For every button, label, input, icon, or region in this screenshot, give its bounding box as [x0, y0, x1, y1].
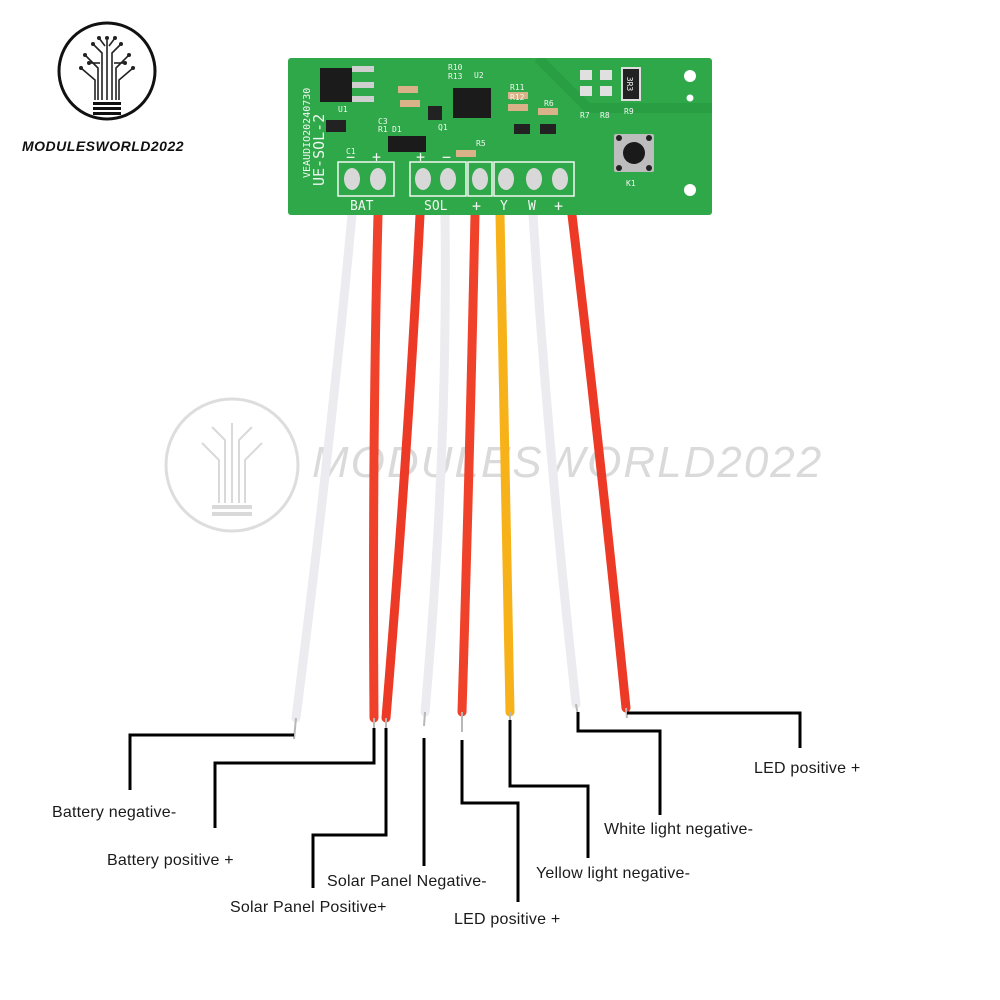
leader-line-white-neg: [576, 712, 662, 815]
label-battery-positive: Battery positive +: [107, 852, 234, 869]
r1-label: R1: [378, 125, 388, 134]
sol-plus: +: [416, 148, 425, 166]
wire-tip-sol-neg: [423, 711, 426, 727]
leader-line-led-pos-1: [460, 740, 520, 902]
label-solar-negative: Solar Panel Negative-: [327, 873, 487, 890]
wire-tip-bat-neg: [293, 717, 297, 740]
r9-value: 3R3: [625, 77, 634, 92]
d1-label: D1: [392, 125, 402, 134]
led-plus-silk: +: [472, 197, 481, 215]
c1-label: C1: [346, 147, 356, 156]
r5-label: R5: [476, 139, 486, 148]
sol-label: SOL: [424, 199, 448, 214]
r6-label: R6: [544, 99, 554, 108]
brand-name: MODULESWORLD2022: [22, 138, 185, 154]
label-led-positive-1: LED positive +: [454, 911, 561, 928]
label-led-positive-2: LED positive +: [754, 760, 861, 777]
wire-bat-pos: [369, 210, 383, 723]
w-label: W: [528, 199, 536, 214]
r11-label: R11: [510, 83, 525, 92]
pcb-board: 3R3 VEAUDIO20240730 UE-SOL-2 − + + − BAT…: [288, 58, 712, 215]
bat-plus: +: [372, 148, 381, 166]
leader-line-yellow-neg: [508, 720, 590, 858]
u1-label: U1: [338, 105, 348, 114]
wire-tip-led-pos-2: [625, 707, 628, 719]
watermark-logo-icon: [164, 397, 300, 533]
label-battery-negative: Battery negative-: [52, 804, 177, 821]
leader-line-bat-neg: [128, 733, 294, 790]
wire-bat-neg: [291, 210, 357, 723]
y-label: Y: [500, 199, 508, 214]
board-code: VEAUDIO20240730: [302, 88, 313, 178]
leader-line-bat-pos: [213, 728, 376, 828]
wire-white-neg: [528, 210, 581, 709]
sol-minus: −: [442, 148, 451, 166]
k1-label: K1: [626, 179, 636, 188]
c3-label: C3: [378, 117, 388, 126]
r10-label: R10: [448, 63, 463, 72]
label-white-negative: White light negative-: [604, 821, 754, 838]
wire-sol-neg: [420, 210, 450, 717]
led-plus2-silk: +: [554, 197, 563, 215]
bat-minus: −: [346, 148, 355, 166]
wire-yellow-neg: [495, 210, 515, 717]
r9-label: R9: [624, 107, 634, 116]
leader-line-led-pos-2: [627, 711, 802, 748]
label-yellow-negative: Yellow light negative-: [536, 865, 691, 882]
brand-logo-icon: [57, 21, 157, 121]
r12-label: R12: [510, 93, 525, 102]
watermark-text: MODULESWORLD2022: [312, 438, 824, 487]
board-model: UE-SOL-2: [310, 114, 328, 186]
leader-line-sol-pos: [311, 728, 388, 888]
wire-led-pos-2: [567, 210, 631, 713]
wire-led-pos-1: [457, 210, 480, 717]
r7-label: R7: [580, 111, 590, 120]
wire-sol-pos: [381, 210, 425, 723]
r8-label: R8: [600, 111, 610, 120]
q1-label: Q1: [438, 123, 448, 132]
bat-label: BAT: [350, 199, 374, 214]
u2-label: U2: [474, 71, 484, 80]
label-solar-positive: Solar Panel Positive+: [230, 899, 387, 916]
r13-label: R13: [448, 72, 463, 81]
